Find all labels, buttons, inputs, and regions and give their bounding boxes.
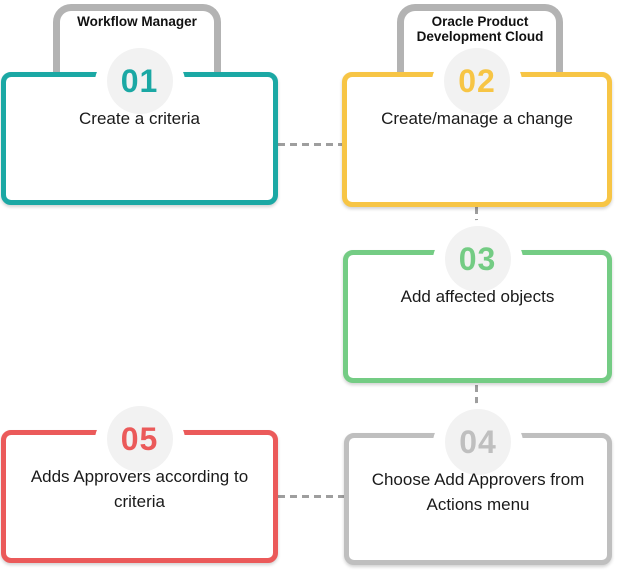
step-box-01: 01 Create a criteria: [1, 42, 278, 205]
lane-label-oracle-cloud: Oracle Product Development Cloud: [416, 14, 544, 44]
step-03-number-badge: 03: [444, 226, 511, 292]
step-05-label: Adds Approvers according to criteria: [30, 467, 249, 511]
step-01-label: Create a criteria: [79, 109, 200, 128]
lane-label-workflow-manager: Workflow Manager: [77, 14, 197, 29]
step-02-label: Create/manage a change: [381, 109, 573, 128]
step-box-04: 04 Choose Add Approvers from Actions men…: [344, 403, 612, 565]
connector-step1-step2: [278, 143, 342, 146]
step-04-number-badge: 04: [445, 409, 511, 475]
step-box-03: 03 Add affected objects: [343, 220, 612, 383]
step-box-02: 02 Create/manage a change: [342, 42, 612, 207]
lane-bracket-oracle-cloud: Oracle Product Development Cloud: [397, 4, 563, 82]
step-04-label: Choose Add Approvers from Actions menu: [371, 470, 585, 514]
step-box-05: 05 Adds Approvers according to criteria: [1, 400, 278, 563]
connector-step5-step4: [278, 495, 344, 498]
step-01-number-badge: 01: [106, 48, 173, 114]
step-05-number-badge: 05: [106, 406, 173, 472]
lane-bracket-workflow-manager: Workflow Manager: [53, 4, 221, 82]
step-03-label: Add affected objects: [400, 287, 555, 306]
step-02-number-badge: 02: [444, 48, 510, 114]
